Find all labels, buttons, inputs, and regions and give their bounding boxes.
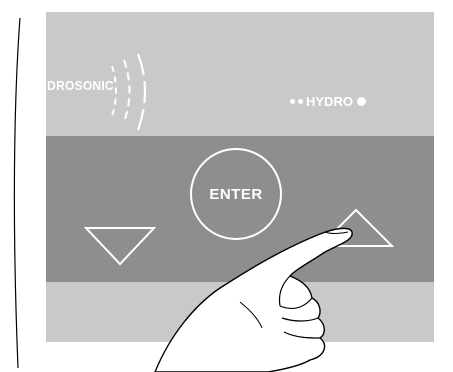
sound-waves-icon <box>90 46 160 136</box>
device-edge-line <box>12 18 22 368</box>
enter-button-label: ENTER <box>209 186 262 203</box>
brand-hydro-text: HYDRO <box>306 94 353 109</box>
indicator-dot-icon <box>298 99 303 104</box>
brand-hydro-label: HYDRO <box>290 92 366 110</box>
indicator-dot-icon <box>357 97 366 106</box>
down-arrow-button[interactable] <box>84 224 156 266</box>
indicator-dot-icon <box>290 99 295 104</box>
triangle-down-icon <box>86 228 154 264</box>
pointing-hand-icon <box>150 210 370 372</box>
